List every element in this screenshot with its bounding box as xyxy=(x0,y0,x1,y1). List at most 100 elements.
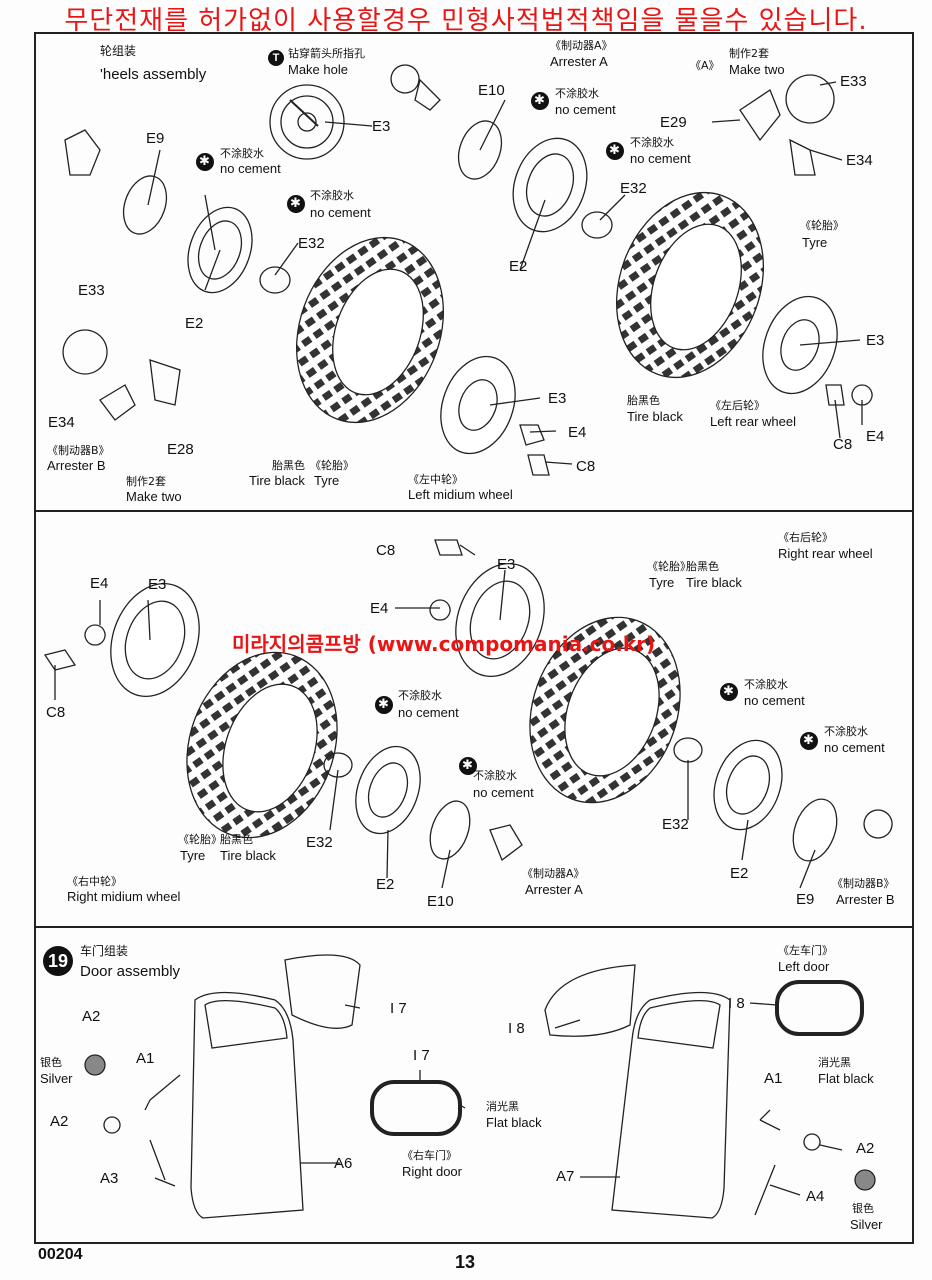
tire-black-zh: 胎黑色 xyxy=(627,394,660,407)
silver-zh: 银色 xyxy=(40,1056,62,1069)
door-title-zh: 车门组装 xyxy=(80,944,129,958)
part-a2-top: A2 xyxy=(82,1008,101,1025)
part-e34-tr: E34 xyxy=(846,152,873,169)
footer-code: 00204 xyxy=(38,1246,83,1263)
tyre-zh: 《轮胎》 xyxy=(647,560,691,573)
no-cement-icon xyxy=(606,142,624,160)
part-e4-bl: E4 xyxy=(90,575,109,592)
no-cement-zh: 不涂胶水 xyxy=(555,87,599,100)
part-e2-tl: E2 xyxy=(185,315,204,332)
no-cement-zh: 不涂胶水 xyxy=(824,725,868,738)
part-e33-tl: E33 xyxy=(78,282,105,299)
watermark: 미라지의콤프방 (www.compomania.co.kr) xyxy=(232,632,656,656)
part-e32-tr: E32 xyxy=(620,180,647,197)
part-e4-br: E4 xyxy=(370,600,389,617)
wheels-title-en: 'heels assembly xyxy=(100,66,207,83)
part-a3: A3 xyxy=(100,1170,119,1187)
tire-black-en: Tire black xyxy=(627,409,683,424)
part-a1-right: A1 xyxy=(136,1050,155,1067)
part-e4-tl: E4 xyxy=(568,424,587,441)
part-a2-left: A2 xyxy=(856,1140,875,1157)
a-tag: 《A》 xyxy=(690,59,720,72)
flat-black-zh: 消光黑 xyxy=(486,1100,519,1113)
silver-zh: 银色 xyxy=(852,1202,874,1215)
part-i7-window: I 7 xyxy=(390,1000,407,1017)
part-e33-tr: E33 xyxy=(840,73,867,90)
no-cement-en: no cement xyxy=(310,205,371,220)
arrester-b-zh: 《制动器B》 xyxy=(832,877,895,890)
page-number: 13 xyxy=(455,1252,476,1272)
tire-black-zh: 胎黑色 xyxy=(220,833,253,846)
part-c8-br: C8 xyxy=(376,542,396,559)
tyre-en: Tyre xyxy=(314,473,340,488)
part-e28: E28 xyxy=(167,441,194,458)
arrester-b-zh: 《制动器B》 xyxy=(47,444,110,457)
part-e9-tl: E9 xyxy=(146,130,165,147)
wheels-title-zh: 轮组装 xyxy=(100,44,137,58)
part-a6: A6 xyxy=(334,1155,353,1172)
part-e32-tl: E32 xyxy=(298,235,325,252)
make-two-en: Make two xyxy=(126,489,182,504)
door-title-en: Door assembly xyxy=(80,963,181,980)
no-cement-icon xyxy=(287,195,305,213)
no-cement-zh: 不涂胶水 xyxy=(310,189,354,202)
part-e10-tr: E10 xyxy=(478,82,505,99)
part-e2-br: E2 xyxy=(730,865,749,882)
part-a2-bottom: A2 xyxy=(50,1113,69,1130)
right-rear-zh: 《右后轮》 xyxy=(778,531,833,544)
no-cement-icon xyxy=(196,153,214,171)
part-e10-bl: E10 xyxy=(427,893,454,910)
no-cement-zh: 不涂胶水 xyxy=(630,136,674,149)
no-cement-en: no cement xyxy=(220,161,281,176)
top-left-parts xyxy=(62,129,291,421)
part-c8-tl: C8 xyxy=(576,458,596,475)
part-e2-tr: E2 xyxy=(509,258,528,275)
left-mid-en: Left midium wheel xyxy=(408,487,513,502)
flat-black-en: Flat black xyxy=(486,1115,542,1130)
part-i8-seal: I 8 xyxy=(728,995,745,1012)
make-hole-badge: T xyxy=(268,50,284,66)
part-c8-bl: C8 xyxy=(46,704,66,721)
make-two-zh: 制作2套 xyxy=(126,475,166,488)
door-section-frame xyxy=(34,926,914,1244)
part-a1-left: A1 xyxy=(764,1070,783,1087)
part-i8-window: I 8 xyxy=(508,1020,525,1037)
make-hole-en: Make hole xyxy=(288,62,348,77)
tire-black-en: Tire black xyxy=(249,473,305,488)
no-cement-en: no cement xyxy=(824,740,885,755)
no-cement-zh: 不涂胶水 xyxy=(744,678,788,691)
make-two-en: Make two xyxy=(729,62,785,77)
right-door-zh: 《右车门》 xyxy=(402,1149,457,1162)
no-cement-icon xyxy=(459,757,477,775)
no-cement-en: no cement xyxy=(398,705,459,720)
silver-en: Silver xyxy=(40,1071,73,1086)
tire-black-zh: 胎黑色 xyxy=(686,560,719,573)
right-mid-en: Right midium wheel xyxy=(67,889,181,904)
part-e3-tr: E3 xyxy=(866,332,885,349)
tire-black-zh: 胎黑色 xyxy=(272,459,305,472)
right-door-en: Right door xyxy=(402,1164,462,1179)
tyre-en: Tyre xyxy=(649,575,675,590)
no-cement-en: no cement xyxy=(744,693,805,708)
no-cement-zh: 不涂胶水 xyxy=(220,147,264,160)
tyre-en: Tyre xyxy=(802,235,828,250)
part-e3-bl: E3 xyxy=(148,576,167,593)
make-two-zh: 制作2套 xyxy=(729,47,769,60)
tire-black-en: Tire black xyxy=(220,848,276,863)
flat-black-en: Flat black xyxy=(818,1071,874,1086)
no-cement-icon xyxy=(531,92,549,110)
no-cement-en: no cement xyxy=(555,102,616,117)
part-a7: A7 xyxy=(556,1168,575,1185)
left-door-en: Left door xyxy=(778,959,830,974)
arrester-a-zh: 《制动器A》 xyxy=(522,867,585,880)
part-c8-tr: C8 xyxy=(833,436,853,453)
no-cement-icon xyxy=(720,683,738,701)
part-i7-seal: I 7 xyxy=(413,1047,430,1064)
left-mid-zh: 《左中轮》 xyxy=(408,473,463,486)
right-rear-en: Right rear wheel xyxy=(778,546,873,561)
part-e3-br: E3 xyxy=(497,556,516,573)
make-hole-zh: 钻穿箭头所指孔 xyxy=(288,47,365,60)
arrester-b-en: Arrester B xyxy=(47,458,106,473)
part-e32-bl: E32 xyxy=(306,834,333,851)
